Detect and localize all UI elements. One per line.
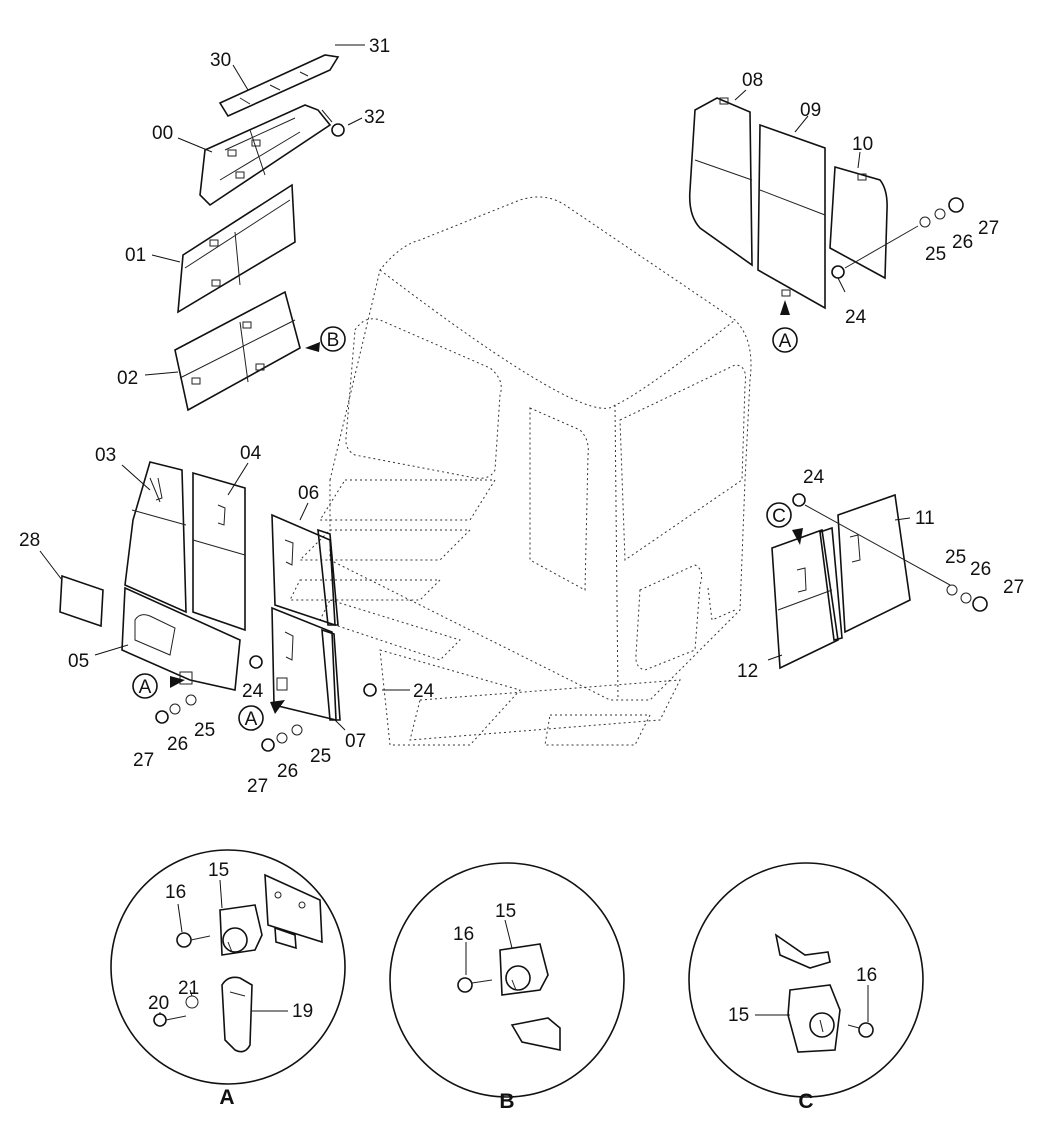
label-31: 31 (369, 36, 390, 57)
detail-b-title: B (499, 1090, 514, 1113)
callout-a-left: A (132, 673, 185, 699)
part-07-door (271, 606, 341, 722)
part-04-panel (192, 471, 246, 632)
label-03: 03 (95, 445, 116, 466)
part-12-panel (771, 526, 843, 670)
callout-c-label: C (772, 506, 786, 527)
callout-a-label: A (245, 709, 258, 730)
label-28: 28 (19, 530, 40, 551)
label-24-right: 24 (803, 467, 825, 488)
part-03-panel (124, 461, 187, 614)
detail-a-label-15: 15 (208, 860, 229, 881)
label-06: 06 (298, 483, 319, 504)
part-02-front-panel (174, 290, 301, 412)
hardware-right-top (831, 197, 964, 279)
label-26-left: 26 (167, 734, 188, 755)
label-11: 11 (915, 508, 935, 529)
label-27-top: 27 (978, 218, 999, 239)
part-08-window (688, 97, 753, 267)
label-27-mid: 27 (247, 776, 268, 797)
label-08: 08 (742, 70, 763, 91)
label-25-left: 25 (194, 720, 215, 741)
detail-c-title: C (798, 1090, 813, 1113)
label-02: 02 (117, 368, 138, 389)
part-00-roof-cover (199, 104, 332, 207)
part-28-label (59, 574, 104, 628)
label-26-right: 26 (970, 559, 991, 580)
part-labels: 30 31 32 00 01 02 03 04 28 05 06 07 08 0… (19, 36, 1024, 797)
label-26-top: 26 (952, 232, 973, 253)
label-04: 04 (240, 443, 262, 464)
detail-c-label-15: 15 (728, 1005, 749, 1026)
leader-lines (39, 44, 911, 731)
detail-a-label-20: 20 (148, 993, 169, 1014)
label-27-left: 27 (133, 750, 154, 771)
callout-b-label: B (327, 330, 340, 351)
label-30: 30 (210, 50, 231, 71)
part-01-roof-panel (177, 183, 296, 314)
callout-c: C (766, 502, 803, 545)
callout-b: B (305, 326, 346, 352)
hardware-left-05 (155, 655, 263, 724)
label-07: 07 (345, 731, 366, 752)
hardware-left-07 (261, 683, 377, 752)
label-09: 09 (800, 100, 821, 121)
label-25-mid: 25 (310, 746, 331, 767)
label-10: 10 (852, 134, 873, 155)
part-06-door (271, 513, 339, 627)
detail-c: 16 15 C (688, 862, 924, 1113)
callout-a-top: A (772, 300, 798, 353)
label-32: 32 (364, 107, 385, 128)
detail-b: 16 15 B (389, 862, 625, 1113)
detail-a-label-21: 21 (178, 978, 199, 999)
part-30-31-trim (218, 54, 340, 118)
cab-outline (289, 196, 752, 746)
label-05: 05 (68, 651, 89, 672)
label-01: 01 (125, 245, 146, 266)
detail-a-label-16: 16 (165, 882, 186, 903)
label-25-top: 25 (925, 244, 946, 265)
detail-b-label-15: 15 (495, 901, 516, 922)
label-26-mid: 26 (277, 761, 298, 782)
detail-a-label-19: 19 (292, 1001, 313, 1022)
label-25-right: 25 (945, 547, 966, 568)
part-32-bolt (321, 109, 345, 137)
detail-b-label-16: 16 (453, 924, 474, 945)
label-24-top: 24 (845, 307, 867, 328)
detail-a: 16 15 20 21 19 A (110, 849, 346, 1109)
detail-c-label-16: 16 (856, 965, 877, 986)
part-11-panel (837, 493, 911, 634)
label-24-mid: 24 (413, 681, 435, 702)
label-24-left: 24 (242, 681, 264, 702)
part-10-window (829, 165, 888, 280)
hardware-right-mid (792, 493, 988, 612)
label-12: 12 (737, 661, 758, 682)
callout-a-label: A (779, 331, 792, 352)
part-05-door-panel (121, 586, 241, 691)
part-09-window (757, 123, 826, 310)
label-00: 00 (152, 123, 173, 144)
callout-a-mid: A (238, 700, 285, 731)
label-27-right: 27 (1003, 577, 1024, 598)
callout-a-label: A (139, 677, 152, 698)
detail-a-title: A (219, 1086, 234, 1109)
